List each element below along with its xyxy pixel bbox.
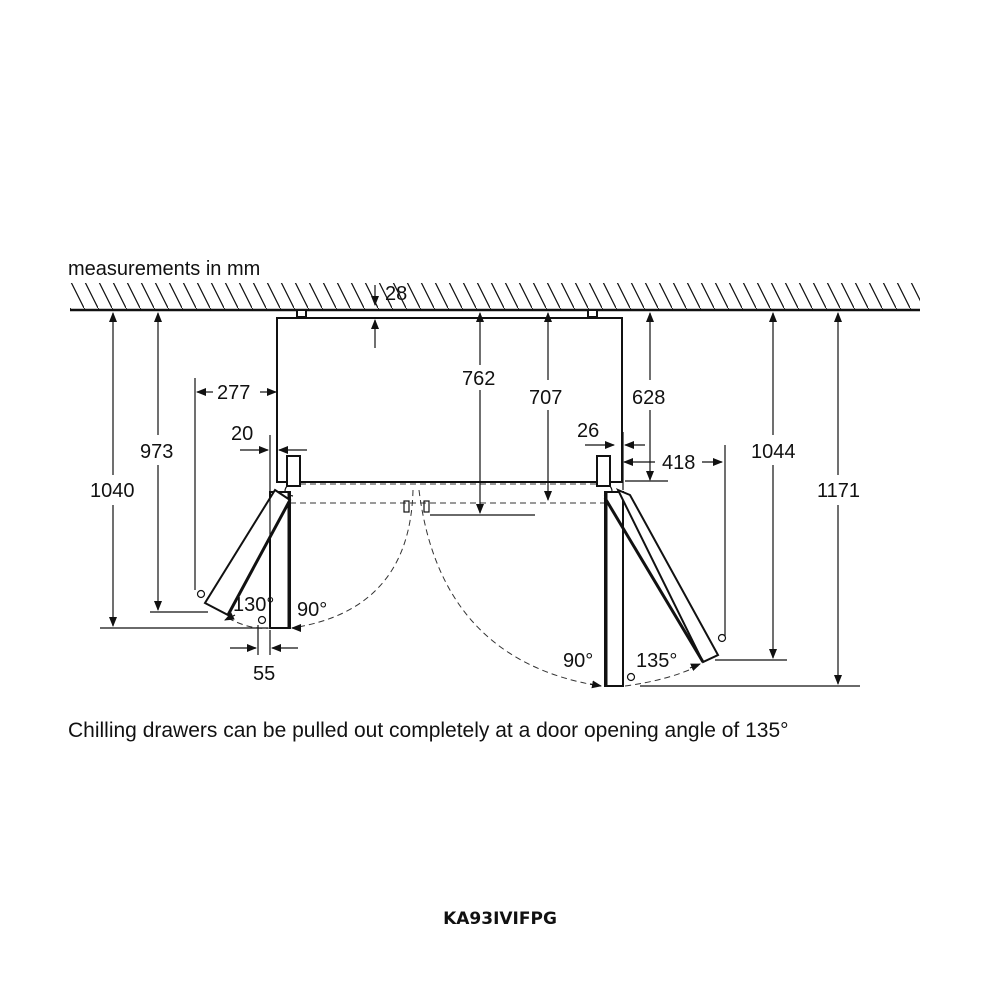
dim-973: 973 [140, 441, 173, 463]
dim-20: 20 [231, 423, 253, 445]
angle-90-left: 90° [297, 599, 327, 621]
dim-1044: 1044 [751, 441, 796, 463]
model-number: KA93IVIFPG [443, 909, 557, 929]
dim-762: 762 [462, 368, 495, 390]
dim-28: 28 [385, 283, 407, 305]
dimension-labels: 28 762 707 628 1044 1171 1040 973 277 20… [90, 283, 860, 685]
dim-277: 277 [217, 382, 250, 404]
angle-90-right: 90° [563, 650, 593, 672]
door-handles [403, 500, 430, 513]
left-door [196, 455, 301, 629]
dim-1171: 1171 [817, 480, 860, 502]
dim-1040: 1040 [90, 480, 135, 502]
dimension-lines [100, 285, 860, 689]
caption: Chilling drawers can be pulled out compl… [68, 719, 789, 742]
right-door [596, 455, 727, 687]
dim-628: 628 [632, 387, 665, 409]
dim-26: 26 [577, 420, 599, 442]
angle-135: 135° [636, 650, 677, 672]
wall [70, 283, 920, 312]
units-note: measurements in mm [68, 258, 260, 280]
dim-55: 55 [253, 663, 275, 685]
dim-418: 418 [662, 452, 695, 474]
fridge-body [276, 309, 623, 504]
angle-130: 130° [233, 594, 274, 616]
dim-707: 707 [529, 387, 562, 409]
swing-arcs [227, 489, 701, 687]
